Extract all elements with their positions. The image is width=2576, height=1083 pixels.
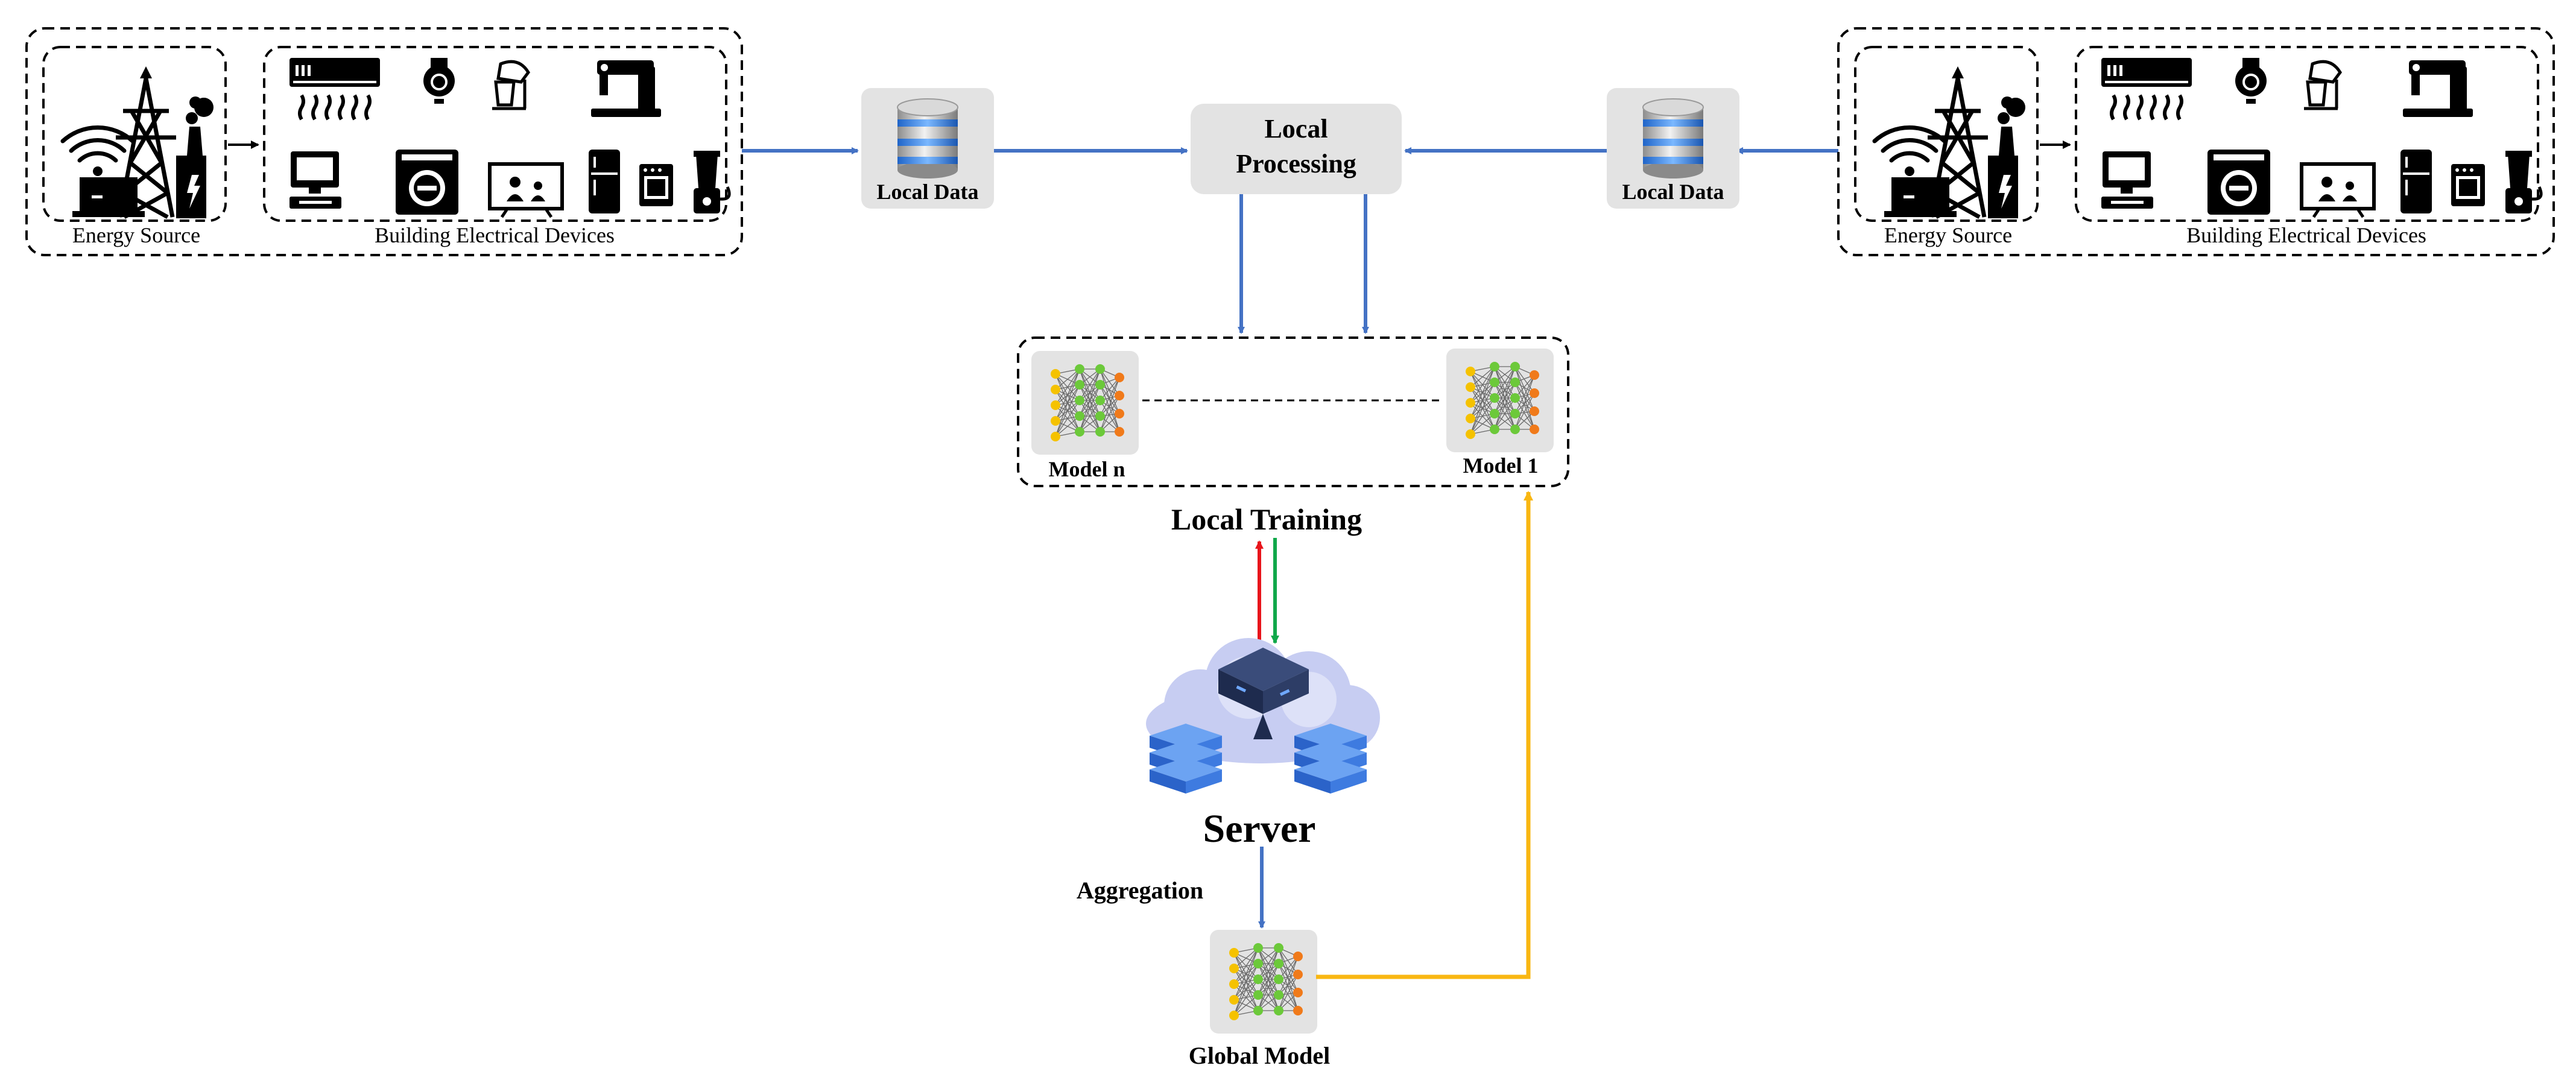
right-outer-dashed-box	[1837, 27, 2555, 256]
right-energy-label: Energy Source	[1884, 223, 2012, 247]
model-n-label: Model n	[1048, 457, 1125, 481]
model-1-network-icon	[1446, 348, 1554, 453]
local-data-left: Local Data	[861, 87, 995, 209]
local-data-right-label: Local Data	[1622, 180, 1724, 204]
left-energy-label: Energy Source	[72, 223, 200, 247]
local-data-right: Local Data	[1606, 87, 1740, 209]
left-energy-dashed-box	[42, 46, 227, 222]
local-training-label: Local Training	[1171, 502, 1362, 536]
global-model-network-icon	[1209, 929, 1318, 1034]
left-devices-label: Building Electrical Devices	[375, 223, 615, 247]
model-1-label: Model 1	[1463, 453, 1539, 478]
electrical-devices-icons	[2101, 58, 2541, 217]
aggregation-label: Aggregation	[1077, 877, 1203, 904]
left-devices-dashed-box	[263, 46, 727, 222]
right-devices-dashed-box	[2075, 46, 2539, 222]
processing-line2: Processing	[1236, 149, 1356, 178]
models-group: Model n Model 1	[1017, 336, 1569, 487]
local-processing-box: Local Processing	[1191, 104, 1402, 194]
global-model-label: Global Model	[1189, 1042, 1330, 1069]
right-building-group: Energy Source Building Electrical Device…	[1837, 27, 2555, 256]
server-label: Server	[1203, 807, 1316, 851]
right-energy-dashed-box	[1854, 46, 2039, 222]
models-dashed-box	[1017, 336, 1569, 487]
server-cloud-icon	[1146, 638, 1380, 794]
model-n-network-icon	[1031, 350, 1139, 455]
electrical-devices-icons	[290, 58, 729, 217]
global-model-to-model-1-arrow	[1316, 491, 1533, 979]
energy-source-icon	[63, 66, 214, 218]
energy-source-icon	[1875, 66, 2025, 218]
right-server-stack-icon	[1294, 724, 1367, 794]
left-building-group: Energy Source Building Electrical Device…	[25, 27, 743, 256]
local-data-left-label: Local Data	[877, 180, 979, 204]
left-outer-dashed-box	[25, 27, 743, 256]
left-server-stack-icon	[1150, 724, 1222, 794]
right-devices-label: Building Electrical Devices	[2186, 223, 2426, 247]
processing-line1: Local	[1264, 114, 1328, 144]
